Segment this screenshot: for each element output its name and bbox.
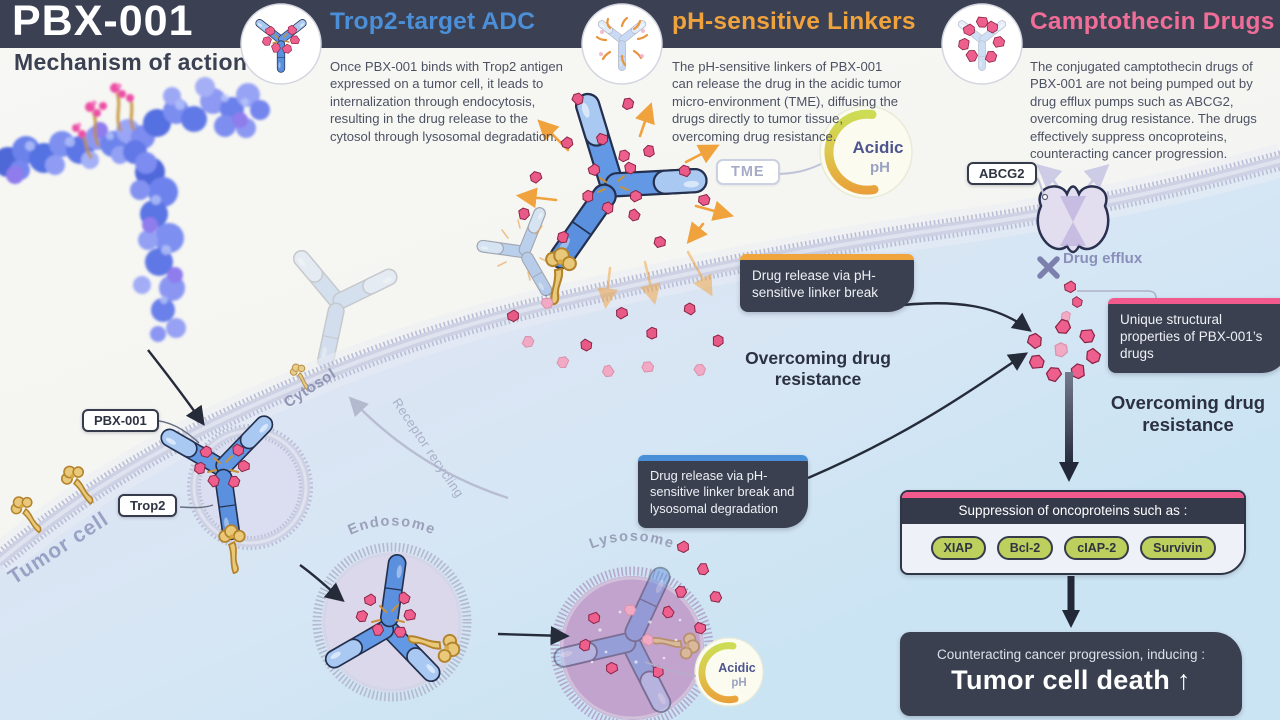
callout-unique-properties: Unique structural properties of PBX-001’… [1108, 298, 1280, 374]
gauge-acidic-label-small: Acidic [718, 661, 756, 675]
section-title-ph-linkers: pH-sensitive Linkers [672, 8, 916, 35]
callout-lysosomal-release: Drug release via pH-sensitive linker bre… [638, 455, 808, 528]
suppression-flow-arrow [1059, 372, 1079, 482]
suppression-title: Suppression of oncoproteins such as : [902, 498, 1244, 524]
callout-accent-strip [740, 254, 914, 260]
oncoprotein-pill-xiap: XIAP [930, 536, 986, 560]
tumor-cell-death-text: Tumor cell death [951, 665, 1171, 695]
oncoprotein-pill-bcl2: Bcl-2 [996, 536, 1054, 560]
gauge-ph-label-small: pH [731, 677, 746, 689]
acidic-ph-gauge-lysosome: Acidic pH [694, 637, 764, 707]
oncoprotein-pill-ciap2: cIAP-2 [1064, 536, 1130, 560]
overcoming-resistance-label-2: Overcoming drug resistance [1110, 392, 1266, 436]
lysosome-label: Lysosome [587, 529, 675, 553]
linker-ticks-icon [272, 33, 290, 44]
svg-text:Lysosome: Lysosome [587, 529, 677, 553]
callout-linker-break: Drug release via pH-sensitive linker bre… [740, 254, 914, 313]
callout-accent-strip [1108, 298, 1280, 304]
oncoprotein-suppression-panel: Suppression of oncoproteins such as : XI… [900, 490, 1246, 575]
callout-accent-strip [638, 455, 808, 461]
drug-efflux-label: Drug efflux [1063, 250, 1143, 267]
section-desc-ph-linkers: The pH-sensitive linkers of PBX-001 can … [672, 59, 902, 144]
receptor-recycling-arrow [348, 396, 509, 500]
pbx001-antibody-endocytosis [155, 410, 292, 575]
drugs-section-icon [941, 3, 1023, 85]
panel-accent-strip [902, 492, 1244, 498]
outcome-panel: Counteracting cancer progression, induci… [900, 632, 1242, 716]
tme-tag: TME [716, 159, 780, 185]
oncoprotein-pill-survivin: Survivin [1140, 536, 1216, 560]
outcome-intro: Counteracting cancer progression, induci… [937, 647, 1205, 662]
outcome-result: Tumor cell death↑ [900, 665, 1242, 696]
adc-3d-protein [0, 77, 270, 342]
oncoprotein-pill-row: XIAP Bcl-2 cIAP-2 Survivin [902, 524, 1244, 573]
gauge-acidic-label: Acidic [852, 138, 903, 157]
adc-section-icon [240, 3, 322, 85]
page-subtitle: Mechanism of action [14, 49, 248, 75]
abcg2-transporter [1036, 164, 1110, 324]
pbx001-antibody-tme [471, 81, 719, 316]
product-title: PBX-001 [12, 0, 194, 45]
gauge-ph-label: pH [870, 159, 890, 176]
callout-linker-break-text: Drug release via pH-sensitive linker bre… [752, 268, 879, 301]
endosome-vesicle [312, 542, 472, 702]
up-arrow-icon: ↑ [1177, 665, 1191, 695]
outcome-flow-arrow [1062, 576, 1080, 628]
linkers-section-icon [581, 3, 663, 85]
abcg2-tag: ABCG2 [967, 162, 1037, 185]
pbx001-tag: PBX-001 [82, 409, 159, 432]
section-title-trop2-adc: Trop2-target ADC [330, 8, 536, 35]
callout-unique-properties-text: Unique structural properties of PBX-001’… [1120, 312, 1263, 362]
callout-lysosomal-release-text: Drug release via pH-sensitive linker bre… [650, 468, 795, 516]
section-desc-trop2-adc: Once PBX-001 binds with Trop2 antigen ex… [330, 59, 563, 144]
acidic-ph-gauge-tme: Acidic pH [819, 105, 913, 199]
section-title-camptothecin: Camptothecin Drugs [1030, 8, 1275, 35]
drug-release-arrows [515, 102, 735, 310]
overcoming-resistance-label-1: Overcoming drug resistance [745, 348, 891, 389]
trop2-tag: Trop2 [118, 494, 178, 517]
connector-dot [1041, 193, 1049, 201]
efflux-blocked-x-icon [1037, 256, 1060, 279]
section-desc-camptothecin: The conjugated camptothecin drugs of PBX… [1030, 59, 1257, 162]
